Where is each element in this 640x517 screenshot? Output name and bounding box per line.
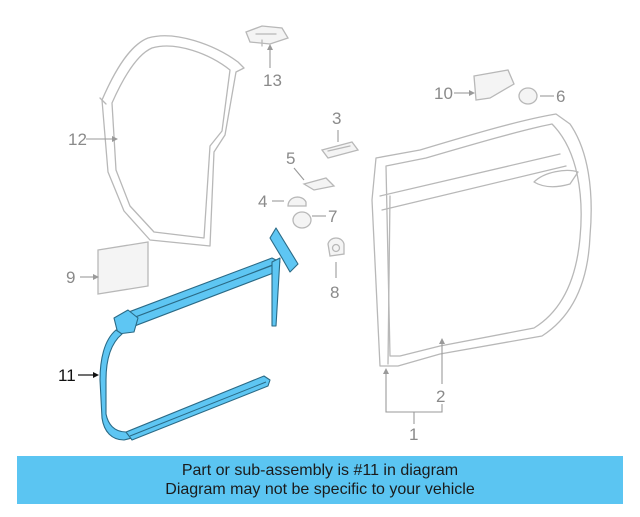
leader-11-arrow xyxy=(93,372,99,378)
callout-11: 11 xyxy=(58,366,76,385)
callout-9: 9 xyxy=(66,268,75,287)
part-3-bezel xyxy=(320,141,360,159)
leader-10-arrow xyxy=(469,90,475,96)
leader-13-arrow xyxy=(267,44,273,50)
leader-1-arrow xyxy=(383,368,389,374)
part-13-bracket xyxy=(245,25,289,47)
info-banner: Part or sub-assembly is #11 in diagram D… xyxy=(17,456,623,504)
callout-2: 2 xyxy=(436,387,445,406)
part-8-pin xyxy=(327,237,345,257)
callout-3: 3 xyxy=(332,109,341,128)
callout-12: 12 xyxy=(68,130,87,149)
part-4-grommet xyxy=(287,196,307,207)
leader-5 xyxy=(293,167,305,181)
banner-line-2: Diagram may not be specific to your vehi… xyxy=(165,481,475,498)
leader-9-arrow xyxy=(93,274,99,280)
callout-6: 6 xyxy=(556,87,565,106)
callout-4: 4 xyxy=(258,192,267,211)
part-7-plug xyxy=(292,211,312,229)
part-5-clip xyxy=(302,177,336,191)
leader-2-arrow xyxy=(439,338,445,344)
callout-13: 13 xyxy=(263,71,282,90)
callout-10: 10 xyxy=(434,84,453,103)
callout-1: 1 xyxy=(409,425,418,444)
banner-line-1: Part or sub-assembly is #11 in diagram xyxy=(181,462,459,479)
part-11-door-seal xyxy=(99,227,299,441)
callout-7: 7 xyxy=(328,207,337,226)
part-1-2-door-shell xyxy=(371,113,592,367)
part-6-plug xyxy=(518,87,538,105)
callout-5: 5 xyxy=(286,149,295,168)
part-9-pad xyxy=(97,241,149,295)
part-12-window-seal xyxy=(99,35,245,247)
leader-12-arrow xyxy=(112,136,118,142)
callout-8: 8 xyxy=(330,283,339,302)
part-10-handle-insert xyxy=(473,69,515,101)
leader-1-bracket xyxy=(385,372,443,413)
